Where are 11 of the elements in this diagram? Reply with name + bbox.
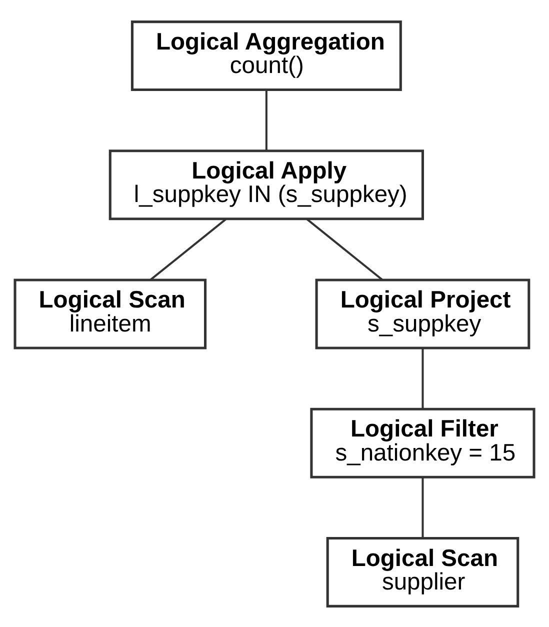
connector [422,348,424,408]
node-box: Logical Filter s_nationkey = 15 [310,407,536,478]
connector [150,218,227,280]
connector [265,89,268,150]
node-box: Logical Scan supplier [326,536,520,607]
node-box: Logical Apply l_suppkey IN (s_suppkey) [108,149,424,220]
node-box: Logical Project s_suppkey [315,278,530,349]
connector [422,476,424,538]
node-box: Logical Scan lineitem [14,278,207,349]
node-box: Logical Aggregation count() [130,20,402,91]
connector [306,218,383,280]
